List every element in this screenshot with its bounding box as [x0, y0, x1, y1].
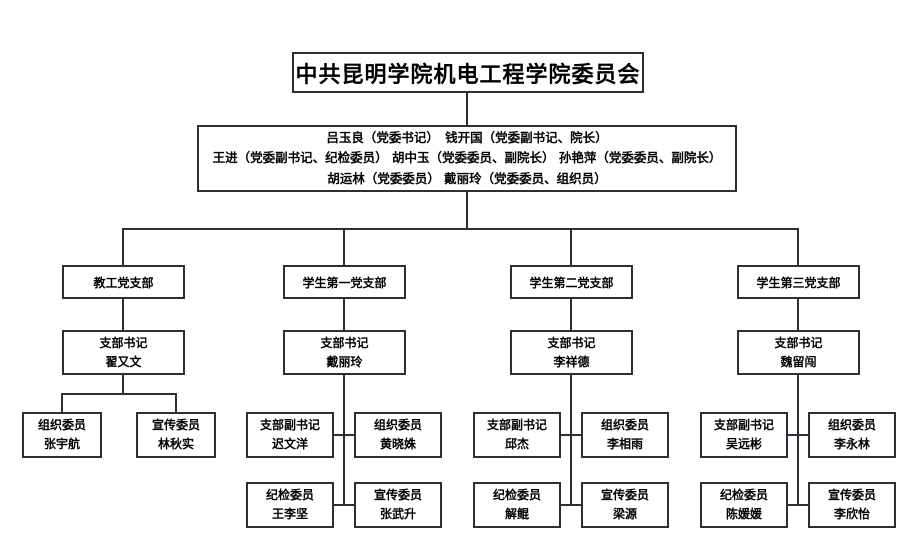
branch-box-student-1: 学生第一党支部 — [283, 265, 406, 299]
branch-name: 教工党支部 — [93, 275, 154, 290]
connector-line — [61, 393, 177, 395]
branch-box-student-2: 学生第二党支部 — [510, 265, 633, 299]
connector-line — [797, 228, 799, 265]
branch-box-faculty: 教工党支部 — [62, 265, 185, 299]
branch-name: 学生第三党支部 — [756, 275, 841, 290]
member-box: 宣传委员 梁源 — [581, 482, 669, 528]
member-name: 张武升 — [379, 507, 416, 521]
secretary-role: 支部书记 — [320, 335, 369, 350]
member-role: 宣传委员 — [827, 488, 876, 503]
leadership-line: 王进（党委副书记、纪检委员） 胡中玉（党委委员、副院长） 孙艳萍（党委委员、副院… — [212, 150, 722, 166]
connector-line — [560, 434, 582, 436]
member-role: 宣传委员 — [151, 418, 200, 433]
member-role: 纪检委员 — [719, 488, 768, 503]
connector-line — [175, 393, 177, 412]
leadership-line: 胡运林（党委委员） 戴丽玲（党委委员、组织员） — [327, 170, 607, 186]
member-name: 邱杰 — [504, 437, 529, 451]
leadership-box: 吕玉良（党委书记） 钱开国（党委副书记、院长） 王进（党委副书记、纪检委员） 胡… — [197, 125, 737, 192]
member-name: 吴远彬 — [725, 437, 762, 451]
committee-title-box: 中共昆明学院机电工程学院委员会 — [292, 52, 644, 93]
member-name: 张宇航 — [43, 437, 80, 451]
connector-line — [570, 375, 572, 506]
branch-box-student-3: 学生第三党支部 — [737, 265, 860, 299]
secretary-role: 支部书记 — [547, 335, 596, 350]
secretary-box-faculty: 支部书记 翟又文 — [62, 330, 185, 375]
connector-line — [122, 228, 799, 230]
connector-line — [560, 504, 582, 506]
member-box: 宣传委员 张武升 — [354, 482, 442, 528]
connector-line — [122, 375, 124, 394]
connector-line — [787, 434, 809, 436]
member-role: 宣传委员 — [373, 488, 422, 503]
member-name: 梁源 — [612, 507, 637, 521]
member-name: 李永林 — [833, 437, 870, 451]
member-box: 组织委员 李永林 — [808, 412, 896, 458]
secretary-box-student-1: 支部书记 戴丽玲 — [283, 330, 406, 375]
member-box: 宣传委员 林秋实 — [136, 412, 216, 458]
member-name: 李欣怡 — [833, 507, 870, 521]
connector-line — [787, 504, 809, 506]
member-box: 支部副书记 吴远彬 — [700, 412, 788, 458]
secretary-role: 支部书记 — [774, 335, 823, 350]
secretary-name: 翟又文 — [105, 354, 142, 369]
secretary-name: 魏留闯 — [780, 354, 817, 369]
secretary-box-student-2: 支部书记 李祥德 — [510, 330, 633, 375]
member-box: 纪检委员 陈媛媛 — [700, 482, 788, 528]
connector-line — [333, 504, 355, 506]
branch-name: 学生第二党支部 — [529, 275, 614, 290]
secretary-box-student-3: 支部书记 魏留闯 — [737, 330, 860, 375]
member-box: 纪检委员 王李坚 — [246, 482, 334, 528]
member-role: 宣传委员 — [600, 488, 649, 503]
member-role: 支部副书记 — [713, 418, 774, 433]
member-box: 支部副书记 迟文洋 — [246, 412, 334, 458]
member-name: 李相雨 — [606, 437, 643, 451]
connector-line — [570, 299, 572, 330]
member-role: 支部副书记 — [259, 418, 320, 433]
connector-line — [343, 299, 345, 330]
member-box: 组织委员 李相雨 — [581, 412, 669, 458]
member-role: 组织委员 — [827, 418, 876, 433]
connector-line — [122, 299, 124, 330]
member-name: 林秋实 — [157, 437, 194, 451]
connector-line — [570, 228, 572, 265]
member-box: 纪检委员 解鲲 — [473, 482, 561, 528]
connector-line — [61, 393, 63, 412]
member-role: 组织委员 — [373, 418, 422, 433]
member-name: 解鲲 — [504, 507, 529, 521]
member-name: 陈媛媛 — [725, 507, 762, 521]
connector-line — [122, 228, 124, 265]
connector-line — [343, 228, 345, 265]
secretary-name: 戴丽玲 — [326, 354, 363, 369]
connector-line — [797, 299, 799, 330]
branch-name: 学生第一党支部 — [302, 275, 387, 290]
secretary-name: 李祥德 — [553, 354, 590, 369]
connector-line — [466, 192, 468, 230]
member-role: 纪检委员 — [265, 488, 314, 503]
member-role: 组织委员 — [600, 418, 649, 433]
connector-line — [343, 375, 345, 506]
member-box: 支部副书记 邱杰 — [473, 412, 561, 458]
member-name: 黄晓姝 — [379, 437, 416, 451]
member-name: 王李坚 — [271, 507, 308, 521]
secretary-role: 支部书记 — [99, 335, 148, 350]
member-box: 组织委员 张宇航 — [22, 412, 102, 458]
leadership-line: 吕玉良（党委书记） 钱开国（党委副书记、院长） — [326, 130, 608, 146]
connector-line — [797, 375, 799, 506]
connector-line — [333, 434, 355, 436]
member-role: 纪检委员 — [492, 488, 541, 503]
committee-title: 中共昆明学院机电工程学院委员会 — [295, 62, 641, 88]
member-role: 支部副书记 — [486, 418, 547, 433]
connector-line — [466, 93, 468, 125]
member-box: 组织委员 黄晓姝 — [354, 412, 442, 458]
member-box: 宣传委员 李欣怡 — [808, 482, 896, 528]
member-role: 组织委员 — [37, 418, 86, 433]
member-name: 迟文洋 — [271, 437, 308, 451]
